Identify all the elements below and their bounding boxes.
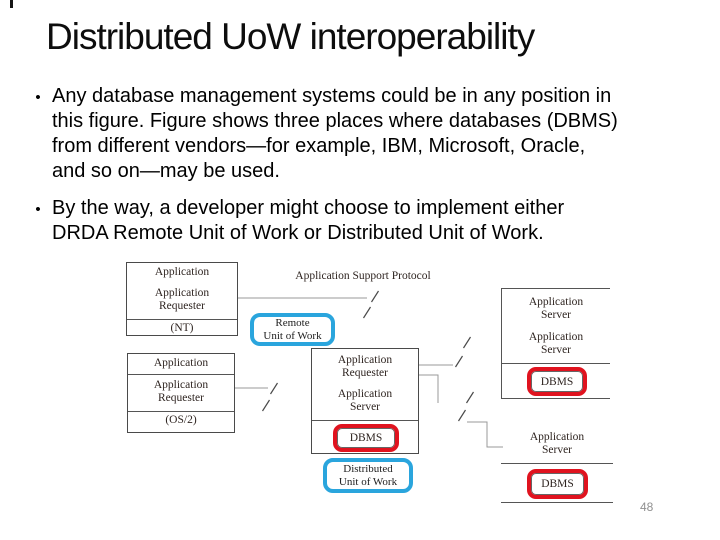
dbms-label: DBMS [540,375,574,388]
remote-uow-label: Remote Unit of Work [263,317,322,342]
application-label: Application [153,357,209,369]
application-server-label: Application Server [528,331,584,356]
bullet-item: • By the way, a developer might choose t… [30,196,690,246]
bullet-text: By the way, a developer might choose to … [52,197,565,244]
dbms-box: DBMS [527,367,587,396]
section-divider [128,374,234,375]
application-server-label: Application Server [529,431,585,456]
remote-uow-highlight: Remote Unit of Work [250,313,335,346]
application-server-label: Application Server [528,296,584,321]
platform-label: (NT) [170,322,194,334]
application-server-label: Application Server [337,388,393,413]
section-divider [501,463,613,464]
bullet-marker: • [35,201,41,218]
application-requester-label: Application Requester [154,287,210,312]
bullet-marker: • [35,89,41,106]
bullet-list: • Any database management systems could … [30,84,690,258]
dbms-label: DBMS [349,432,383,444]
application-requester-label: Application Requester [337,354,393,379]
application-support-protocol-label: Application Support Protocol [295,270,431,282]
os2-client-box: Application Application Requester (OS/2) [127,353,235,433]
slide-edge-artifact [10,0,13,8]
page-number: 48 [640,500,654,514]
section-divider [502,363,610,364]
dbms-label: DBMS [541,478,574,490]
middle-server-box: Application Requester Application Server… [311,348,419,454]
nt-client-box: Application Application Requester (NT) [126,262,238,336]
section-divider [128,411,234,412]
application-label: Application [154,266,210,278]
slide-title: Distributed UoW interoperability [46,16,535,57]
right-top-server-box: Application Server Application Server DB… [501,288,610,399]
section-divider [501,502,613,503]
distributed-uow-highlight: Distributed Unit of Work [323,458,413,493]
bullet-text: Any database management systems could be… [52,85,618,182]
distributed-uow-label: Distributed Unit of Work [338,463,398,488]
section-divider [312,420,418,421]
right-bottom-server-box: Application Server DBMS [501,428,613,503]
dbms-box: DBMS [333,424,399,452]
section-divider [127,319,237,320]
bullet-item: • Any database management systems could … [30,84,690,184]
dbms-box: DBMS [527,469,588,499]
application-requester-label: Application Requester [153,379,209,404]
platform-label: (OS/2) [165,414,197,426]
